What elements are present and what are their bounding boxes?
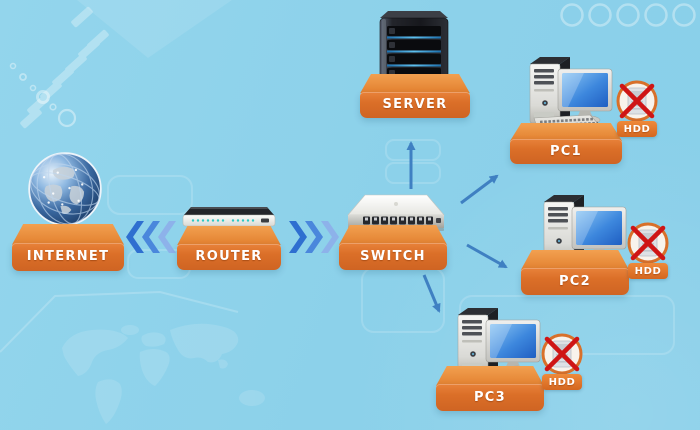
diagonal-stripes-pattern (20, 6, 109, 129)
pc2-label: PC2 (558, 274, 591, 289)
platform-front-face: ROUTER (177, 243, 281, 270)
node-switch: SWITCH (338, 188, 448, 272)
pc2-hdd-disabled-badge: HDD (620, 222, 678, 282)
platform-front-face: SWITCH (339, 243, 447, 270)
node-pc3: PC3 (434, 304, 546, 412)
arrow-switch-to-pc2 (466, 243, 508, 269)
hdd-badge-label: HDD (617, 121, 657, 137)
platform-front-face: INTERNET (12, 242, 124, 271)
node-pc1: PC1 (508, 54, 626, 164)
hdd-badge-label: HDD (628, 263, 668, 279)
internet-platform: INTERNET (12, 224, 124, 271)
router-platform: ROUTER (177, 226, 281, 270)
top-right-circles-row (560, 3, 696, 27)
arrow-switch-to-pc3 (422, 274, 441, 313)
platform-front-face: PC1 (510, 139, 622, 164)
pc2-platform: PC2 (521, 250, 629, 295)
server-label: SERVER (382, 97, 448, 113)
chevron-left-icon (126, 221, 176, 253)
node-pc2: PC2 (518, 190, 632, 296)
platform-top-face (436, 366, 544, 386)
pc3-hdd-disabled-badge: HDD (534, 333, 592, 393)
world-map-watermark (62, 323, 265, 424)
hdd-crossed-icon (620, 222, 676, 266)
pc1-platform: PC1 (510, 123, 622, 164)
pc3-platform: PC3 (436, 366, 544, 411)
switch-icon (347, 194, 445, 231)
chevrons-router-to-internet (126, 221, 176, 253)
router-label: ROUTER (195, 249, 263, 265)
switch-label: SWITCH (360, 249, 426, 264)
node-internet: INTERNET (10, 134, 128, 274)
pc1-label: PC1 (549, 144, 582, 160)
bubble-circles-pattern (9, 62, 77, 128)
chevrons-router-to-switch (289, 221, 339, 253)
background-swoosh-line (0, 290, 239, 353)
pc1-hdd-disabled-badge: HDD (609, 80, 667, 140)
corner-light-triangle (77, 0, 232, 58)
platform-front-face: PC2 (521, 268, 629, 295)
platform-front-face: SERVER (360, 91, 470, 118)
node-server: SERVER (357, 8, 470, 120)
platform-top-face (339, 225, 447, 245)
server-platform: SERVER (360, 74, 470, 118)
internet-globe-icon (28, 152, 102, 226)
switch-platform: SWITCH (339, 225, 447, 270)
hdd-badge-label: HDD (542, 374, 582, 390)
platform-top-face (177, 226, 281, 246)
chevron-right-icon (289, 221, 339, 253)
internet-label: INTERNET (26, 249, 110, 265)
platform-top-face (510, 123, 622, 142)
arrow-switch-to-pc1 (460, 174, 499, 205)
platform-top-face (360, 74, 470, 94)
platform-front-face: PC3 (436, 384, 544, 411)
hdd-crossed-icon (609, 80, 665, 124)
platform-top-face (12, 224, 124, 245)
platform-top-face (521, 250, 629, 270)
node-router: ROUTER (176, 196, 282, 272)
pc3-label: PC3 (473, 390, 506, 405)
hdd-crossed-icon (534, 333, 590, 377)
